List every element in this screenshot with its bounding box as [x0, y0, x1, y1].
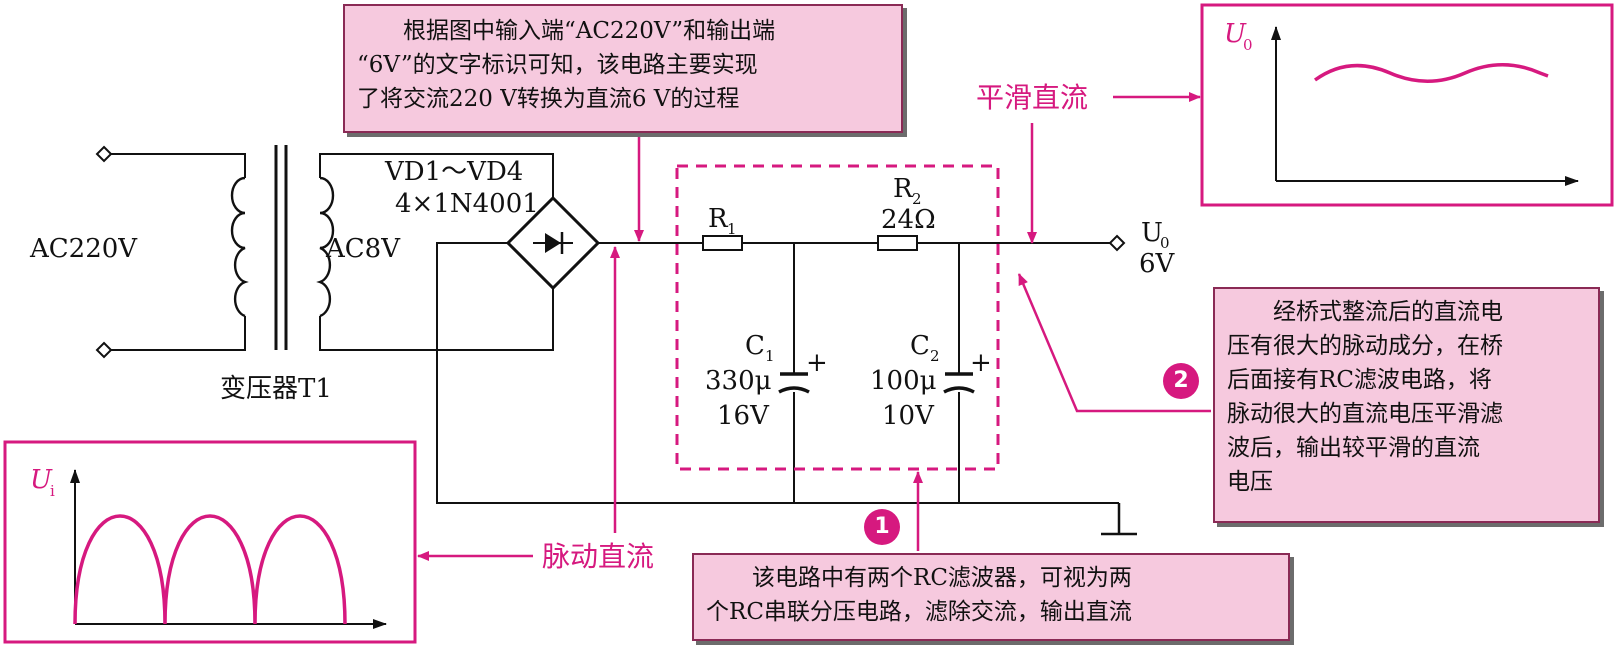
- note-top-line-2: “6V”的文字标识可知，该电路主要实现: [357, 52, 758, 78]
- resistor-r2: [877, 235, 918, 251]
- c2-plus-label: +: [970, 348, 992, 378]
- badge-two: 2: [1163, 363, 1199, 399]
- c2-value-label: 100μ: [870, 366, 937, 396]
- c1-voltage-label: 16V: [717, 401, 770, 431]
- badge-one: 1: [864, 509, 900, 545]
- note-right-line-3: 后面接有RC滤波电路，将: [1227, 367, 1492, 393]
- output-u-label: U: [1141, 218, 1163, 248]
- r1-label: R: [708, 204, 729, 234]
- right-note-arrow: [1017, 273, 1211, 413]
- output-graph-frame: [1200, 3, 1614, 207]
- note-top-line-1: 根据图中输入端“AC220V”和输出端: [403, 18, 776, 44]
- output-smooth-wave: [1313, 63, 1549, 83]
- pulsating-graph-u-subscript: i: [50, 482, 55, 500]
- bridge-rectifier: [505, 195, 601, 291]
- output-u-subscript: 0: [1160, 234, 1170, 252]
- rc-filter-box: [675, 164, 1000, 471]
- c1-plus-label: +: [806, 348, 828, 378]
- note-top: 根据图中输入端“AC220V”和输出端 “6V”的文字标识可知，该电路主要实现 …: [343, 4, 903, 133]
- r2-value-label: 24Ω: [881, 205, 936, 235]
- r2-subscript: 2: [912, 190, 922, 208]
- resistor-r1: [702, 235, 743, 251]
- output-graph-u-label: U: [1224, 19, 1247, 49]
- bridge-part-label: 4×1N4001: [395, 189, 539, 219]
- secondary-label: AC8V: [325, 234, 401, 264]
- bridge-name-label: VD1～VD4: [384, 157, 523, 187]
- note-right: 经桥式整流后的直流电 压有很大的脉动成分，在桥 后面接有RC滤波电路，将 脉动很…: [1213, 287, 1600, 523]
- input-label: AC220V: [29, 234, 138, 264]
- note-bottom-line-2: 个RC串联分压电路，滤除交流，输出直流: [706, 599, 1132, 625]
- note-bottom: 该电路中有两个RC滤波器，可视为两 个RC串联分压电路，滤除交流，输出直流: [692, 553, 1290, 641]
- c1-subscript: 1: [765, 347, 775, 365]
- c2-label: C: [910, 331, 930, 361]
- input-terminal-bottom: [95, 341, 113, 359]
- note-right-line-4: 脉动很大的直流电压平滑滤: [1227, 401, 1503, 427]
- pulsating-graph-u-label: U: [30, 465, 53, 495]
- note-right-line-5: 波后，输出较平滑的直流: [1227, 435, 1480, 461]
- r2-label: R: [893, 174, 914, 204]
- note-right-line-1: 经桥式整流后的直流电: [1273, 299, 1503, 325]
- primary-wire: [111, 153, 246, 351]
- input-terminal-top: [95, 145, 113, 163]
- smooth-dc-label: 平滑直流: [976, 81, 1088, 114]
- output-graph-u-subscript: 0: [1243, 36, 1253, 54]
- secondary-coil: [316, 176, 335, 318]
- negative-return-wire: [436, 242, 1119, 504]
- pulsating-wave: [73, 514, 347, 625]
- c1-label: C: [745, 331, 765, 361]
- c2-voltage-label: 10V: [882, 401, 935, 431]
- capacitor-c1: [778, 243, 810, 503]
- c2-subscript: 2: [930, 347, 940, 365]
- transformer-label: 变压器T1: [220, 374, 332, 404]
- primary-coil: [230, 176, 249, 318]
- note-right-line-6: 电压: [1227, 469, 1273, 495]
- capacitor-c2: [943, 243, 975, 503]
- pulsating-dc-label: 脉动直流: [542, 540, 654, 573]
- output-voltage-label: 6V: [1139, 249, 1176, 279]
- output-terminal: [1108, 234, 1126, 252]
- note-right-line-2: 压有很大的脉动成分，在桥: [1227, 333, 1503, 359]
- c1-value-label: 330μ: [705, 366, 772, 396]
- note-bottom-line-1: 该电路中有两个RC滤波器，可视为两: [752, 565, 1132, 591]
- pulsating-graph-frame: [3, 440, 417, 644]
- r1-subscript: 1: [727, 220, 737, 238]
- ground-symbol: [1101, 503, 1137, 536]
- transformer-core: [274, 145, 288, 350]
- note-top-line-3: 了将交流220 V转换为直流6 V的过程: [357, 86, 740, 112]
